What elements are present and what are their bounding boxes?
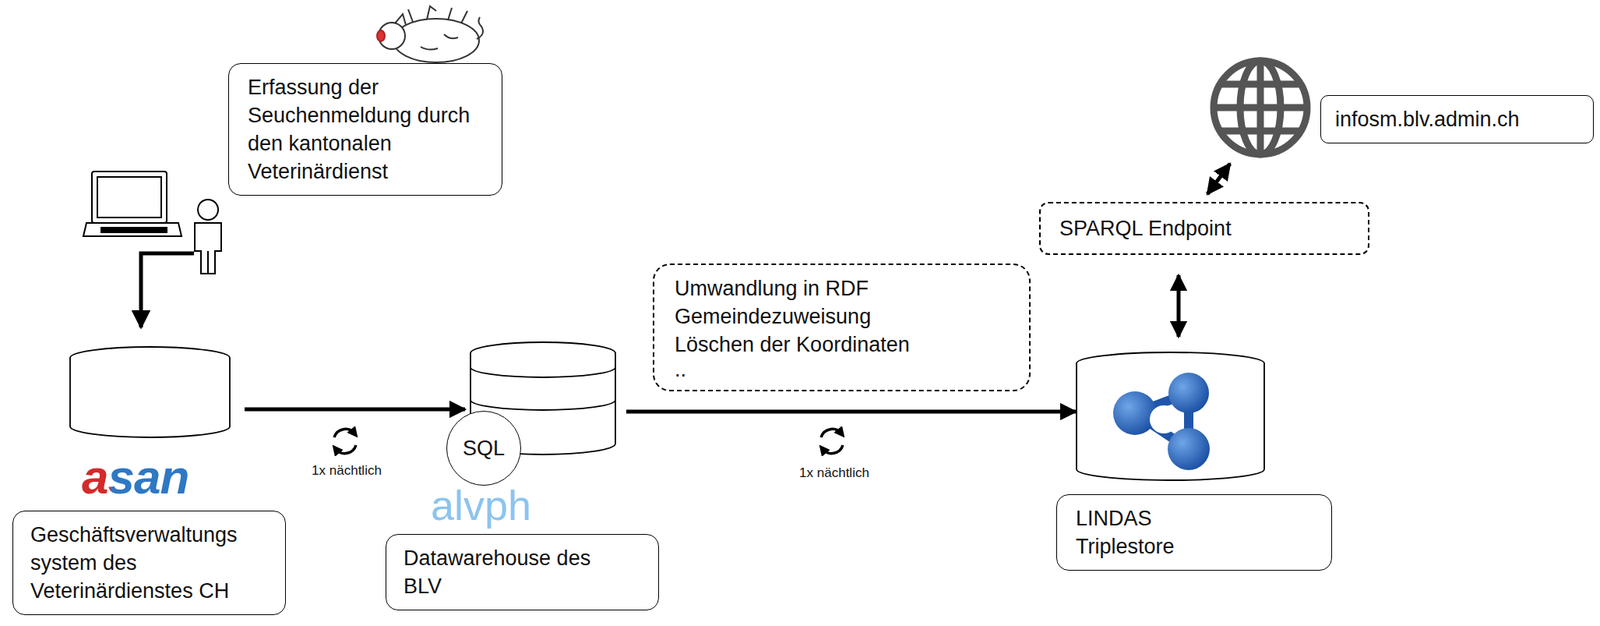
input-arrow bbox=[140, 253, 194, 328]
process-note-box: Umwandlung in RDFGemeindezuweisungLösche… bbox=[652, 263, 1031, 392]
logo-text: alvph bbox=[430, 483, 532, 526]
pig-body bbox=[393, 18, 480, 63]
input-line bbox=[140, 253, 194, 328]
graph-center bbox=[1149, 405, 1178, 434]
laptop-display bbox=[97, 176, 162, 218]
laptop-base bbox=[83, 222, 182, 237]
sql-circle: SQL bbox=[446, 410, 522, 486]
note-line: Gemeindezuweisung bbox=[674, 302, 1009, 331]
flow-arrow bbox=[1207, 163, 1230, 194]
caption-box: Geschäftsverwaltungs system des Veterinä… bbox=[12, 510, 286, 615]
node-shape bbox=[1075, 352, 1266, 480]
person-head bbox=[197, 199, 219, 220]
endpoint-box: SPARQL Endpoint bbox=[1039, 201, 1370, 255]
cylinder-band bbox=[470, 399, 616, 410]
note-line: Umwandlung in RDF bbox=[674, 274, 1009, 303]
flow-arrow bbox=[244, 407, 466, 412]
caption-box: LINDAS Triplestore bbox=[1056, 493, 1333, 571]
logo-text: asan bbox=[81, 452, 189, 501]
graph-node bbox=[1168, 372, 1209, 413]
caption-text: Geschäftsverwaltungs system des Veterinä… bbox=[30, 520, 270, 605]
cycle-arc bbox=[822, 444, 843, 454]
caption-text: Datawarehouse des BLV bbox=[403, 543, 599, 600]
graph-node bbox=[1113, 391, 1157, 435]
cycle-arc bbox=[821, 428, 842, 438]
laptop-screen bbox=[91, 171, 167, 223]
globe-icon bbox=[1213, 60, 1308, 155]
edge-label: 1x nächtlich bbox=[309, 462, 385, 479]
cylinder-side bbox=[70, 357, 230, 438]
caption-text: LINDAS Triplestore bbox=[1075, 503, 1209, 561]
graph-node bbox=[1167, 427, 1210, 470]
pig-ear bbox=[394, 14, 406, 25]
node-shape bbox=[69, 346, 231, 438]
node-shape bbox=[1208, 56, 1312, 159]
cycle-arc bbox=[334, 428, 355, 438]
caption-box: Datawarehouse des BLV bbox=[385, 533, 660, 610]
caption-text: infosm.blv.admin.ch bbox=[1335, 105, 1579, 134]
cycle-arc bbox=[335, 444, 356, 454]
triplestore-cylinder: LINDAS Triplestore bbox=[1075, 352, 1266, 480]
website-globe: infosm.blv.admin.ch bbox=[1208, 56, 1312, 159]
box-text: Erfassung der Seuchenmeldung durch den k… bbox=[247, 73, 483, 186]
database-cylinder: asanGeschäftsverwaltungs system des Vete… bbox=[69, 346, 231, 438]
pig-legs bbox=[408, 6, 468, 24]
box-text: SPARQL Endpoint bbox=[1059, 214, 1350, 243]
cylinder-side bbox=[1076, 362, 1265, 480]
computer-user-icon bbox=[83, 171, 222, 274]
person-legs bbox=[207, 250, 209, 274]
edge-label: 1x nächtlich bbox=[796, 465, 872, 481]
note-line: .. bbox=[674, 358, 1009, 381]
pig-illustration bbox=[377, 6, 483, 63]
cylinder-band bbox=[470, 366, 616, 378]
pig-snout bbox=[377, 30, 385, 42]
person-body bbox=[194, 222, 222, 274]
process-box: Erfassung der Seuchenmeldung durch den k… bbox=[228, 63, 503, 196]
laptop-keyboard bbox=[101, 227, 167, 233]
flow-arrow bbox=[626, 409, 1076, 414]
pig-tail bbox=[476, 17, 483, 39]
note-line: Löschen der Koordinaten bbox=[674, 330, 1009, 359]
flow-arrow bbox=[1177, 274, 1181, 337]
url-box: infosm.blv.admin.ch bbox=[1320, 95, 1594, 144]
warehouse-cylinder: SQLalvphDatawarehouse des BLV bbox=[469, 341, 617, 455]
pig-lines bbox=[420, 34, 459, 50]
